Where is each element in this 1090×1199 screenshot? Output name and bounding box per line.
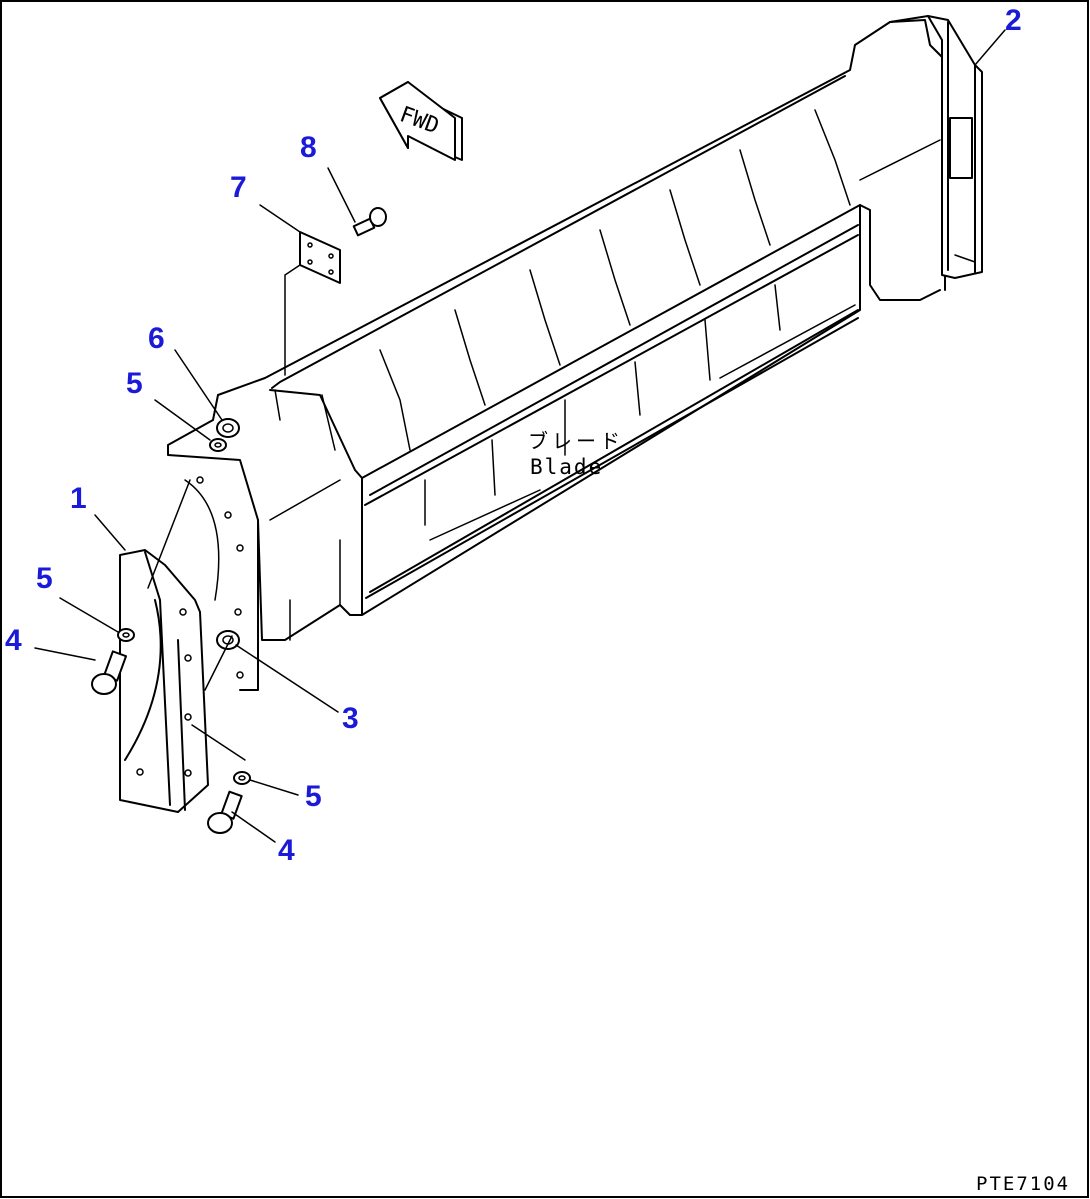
callout-6: 6 [148, 322, 165, 355]
bolt-4-left [91, 650, 128, 695]
blade-body [167, 15, 946, 691]
washer-6 [216, 418, 240, 438]
cover-plate-7 [284, 231, 341, 376]
fwd-arrow: FWD [379, 81, 463, 161]
callout-5-upper: 5 [126, 367, 143, 400]
leader-lines [34, 29, 1006, 843]
callouts: 2 8 7 6 5 1 5 4 3 5 4 [5, 4, 1022, 867]
callout-4-lower: 4 [278, 834, 295, 867]
washer-5-lower [233, 771, 251, 785]
callout-7: 7 [230, 171, 247, 204]
right-end-plate [927, 15, 983, 279]
callout-1: 1 [70, 482, 87, 515]
callout-5-left: 5 [36, 562, 53, 595]
bolt-4-lower [207, 790, 243, 834]
callout-4-left: 4 [5, 624, 22, 657]
callout-5-lower: 5 [305, 780, 322, 813]
blade-label-jp: ブレード [528, 429, 624, 453]
drawing-code: PTE7104 [976, 1173, 1070, 1195]
left-end-holes [184, 476, 244, 679]
callout-8: 8 [300, 131, 317, 164]
washer-3 [216, 630, 240, 650]
washer-5-upper [209, 438, 227, 452]
washer-5-left [117, 628, 135, 642]
left-end-plate [119, 549, 209, 813]
bolt-8 [352, 207, 387, 237]
callout-3: 3 [342, 702, 359, 735]
blade-label-en: Blade [530, 455, 603, 479]
callout-2: 2 [1005, 4, 1022, 37]
